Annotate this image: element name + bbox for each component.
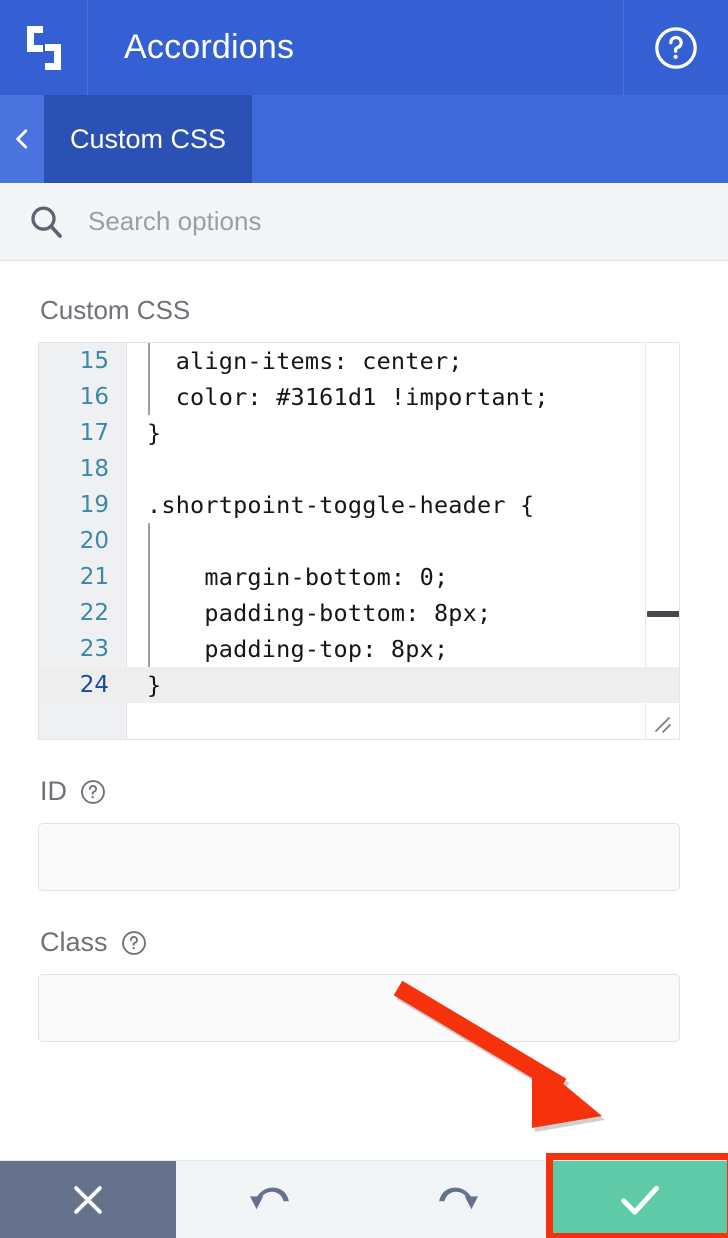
line-number: 20 [79,528,109,554]
line-text: .shortpoint-toggle-header { [147,491,535,519]
cancel-button[interactable] [0,1161,176,1238]
code-line: 16 color: #3161d1 !important; [39,379,679,415]
code-line: 15 align-items: center; [39,343,679,379]
code-line: 19 .shortpoint-toggle-header { [39,487,679,523]
line-text: padding-bottom: 8px; [147,599,492,627]
line-text: margin-bottom: 0; [147,563,449,591]
back-button[interactable] [0,95,44,183]
code-line-active: 24 } [39,667,679,703]
code-line: 17 } [39,415,679,451]
app-header: Accordions [0,0,728,95]
confirm-button[interactable] [552,1161,728,1238]
undo-button[interactable] [176,1161,364,1238]
search-icon [31,205,62,238]
id-input[interactable] [38,823,680,891]
breadcrumb-bar: Custom CSS [0,95,728,183]
page-title-container: Accordions [88,0,624,95]
help-button[interactable] [624,0,728,95]
breadcrumb-filler [252,95,728,183]
line-text: align-items: center; [147,347,463,375]
confirm-button-wrapper [546,1153,728,1238]
code-line: 23 padding-top: 8px; [39,631,679,667]
redo-button[interactable] [364,1161,552,1238]
editor-code-area[interactable]: 15 align-items: center; 16 color: #3161d… [39,343,679,739]
line-number: 19 [79,492,109,518]
line-number: 17 [79,420,109,446]
chevron-left-icon [16,129,28,149]
line-number: 22 [79,600,109,626]
code-line: 18 [39,451,679,487]
class-label-text: Class [40,927,108,957]
breadcrumb-label: Custom CSS [70,123,227,154]
class-input[interactable] [38,974,680,1042]
checkmark-icon [621,1185,659,1215]
undo-arrow-icon [250,1187,289,1209]
field-label-class: Class [40,927,690,958]
close-x-icon [74,1185,102,1214]
redo-arrow-icon [439,1187,478,1209]
code-line: 22 padding-bottom: 8px; [39,595,679,631]
indent-guide [148,523,150,667]
code-line: 21 margin-bottom: 0; [39,559,679,595]
logo-button[interactable] [0,0,88,95]
line-number: 18 [79,456,109,482]
line-text: } [147,671,162,699]
search-input[interactable]: Search options [88,206,262,236]
search-bar[interactable]: Search options [0,183,728,261]
page-title: Accordions [124,28,295,66]
line-number: 15 [79,348,109,374]
help-circle-icon [655,26,697,69]
editor-resize-grip[interactable] [650,712,674,736]
code-line: 20 [39,523,679,559]
shortpoint-logo-icon [26,25,61,70]
css-code-editor[interactable]: 15 align-items: center; 16 color: #3161d… [38,342,680,740]
line-number: 21 [79,564,109,590]
breadcrumb-item-custom-css[interactable]: Custom CSS [44,95,253,183]
editor-scrollbar-thumb[interactable] [647,611,679,617]
section-label-custom-css: Custom CSS [40,295,191,325]
help-circle-icon[interactable] [120,929,148,957]
options-panel: Custom CSS 15 align-items: center; 16 co… [0,295,728,1042]
line-number: 16 [79,384,109,410]
editor-right-separator [645,343,646,739]
id-label-text: ID [40,776,67,806]
field-label-id: ID [40,776,690,807]
line-text: color: #3161d1 !important; [147,383,549,411]
line-text: padding-top: 8px; [147,635,449,663]
indent-guide [148,343,150,415]
bottom-toolbar [0,1153,728,1238]
line-number: 23 [79,636,109,662]
line-number: 24 [79,672,109,698]
help-circle-icon[interactable] [79,778,107,806]
line-text: } [147,419,162,447]
